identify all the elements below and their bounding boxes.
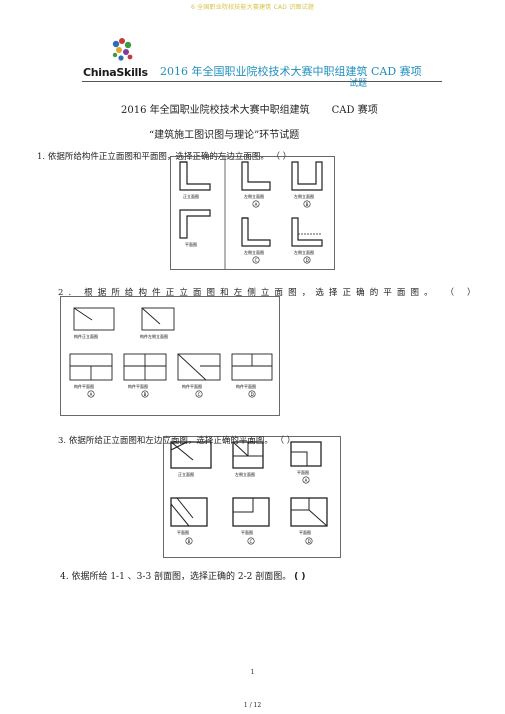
question-3-answer-blank: （ ） (275, 436, 296, 446)
question-4: 4. 依据所给 1-1 、3-3 剖面图，选择正确的 2-2 剖面图。 ( ) (60, 569, 306, 582)
question-1-answer-blank: （ ） (271, 152, 292, 162)
document-title-main: 2016 年全国职业院校技术大赛中职组建筑 (121, 105, 310, 116)
question-3-text: 依据所给正立面图和左边立面图，选择正确的平面图。 (68, 436, 273, 446)
q2-option-d: 构件平面图 D (231, 353, 273, 398)
question-4-text: 依据所给 1-1 、3-3 剖面图，选择正确的 2-2 剖面图。 (71, 572, 292, 582)
question-3-number: 3. (58, 436, 67, 446)
question-2-answer-blank: （ ） (445, 288, 481, 298)
q1-option-d-label: 左侧立面图 (294, 249, 314, 255)
header-rule (82, 81, 442, 82)
question-2-text: 根据所给构件正立面图和左侧立面图，选择正确的平面图。 (84, 288, 438, 298)
page-count: 1 / 12 (243, 702, 262, 709)
question-2-number: 2. (58, 288, 77, 298)
q2-option-c-letter: C (198, 392, 201, 397)
q1-option-b-label: 左侧立面图 (294, 193, 314, 199)
q3-option-d-letter: D (308, 539, 311, 544)
question-1-number: 1. (37, 152, 46, 162)
q3-option-c-letter: C (250, 539, 253, 544)
question-2-figure: 构件正立面图 构件左侧立面图 构件平面图 A 构件平面图 B 构件平面图 C 构… (60, 296, 280, 416)
question-4-answer-blank: ( ) (294, 572, 306, 582)
document-title: 2016 年全国职业院校技术大赛中职组建筑 CAD 赛项 (121, 101, 378, 116)
q2-option-a: 构件平面图 A (69, 353, 113, 398)
q2-option-d-letter: D (251, 392, 254, 397)
question-2-frame (60, 296, 280, 416)
question-2: 2. 根据所给构件正立面图和左侧立面图，选择正确的平面图。 （ ） (58, 286, 481, 298)
q3-option-b-letter: B (188, 539, 191, 544)
q1-option-c: 左侧立面图 C (241, 217, 271, 264)
q2-option-b: 构件平面图 B (123, 353, 167, 398)
q2-option-a-label: 构件平面图 (74, 383, 94, 389)
q3-option-a-label: 平面图 (297, 469, 309, 475)
q1-option-d-letter: D (306, 258, 309, 263)
q3-given-left-label: 左侧立面图 (235, 471, 255, 477)
q1-given-front: 正立面图 (179, 161, 211, 199)
q3-given-left: 左侧立面图 (232, 441, 264, 477)
q1-option-a-label: 左侧立面图 (244, 193, 264, 199)
banner-title: 2016 年全国职业院校技术大赛中职组建筑 CAD 赛项 (160, 65, 422, 78)
q1-option-b-letter: B (306, 202, 309, 207)
q2-given-left: 构件左侧立面图 (140, 307, 175, 339)
header-note: 6 全国职业院校技能大赛建筑 CAD 识图试题 (190, 4, 315, 11)
q3-option-a-letter: A (305, 478, 308, 483)
q1-option-c-label: 左侧立面图 (244, 249, 264, 255)
q2-given-left-label: 构件左侧立面图 (140, 333, 168, 339)
q2-option-c: 构件平面图 C (177, 353, 221, 398)
q2-option-d-label: 构件平面图 (236, 383, 256, 389)
q3-option-d-label: 平面图 (299, 529, 311, 535)
logo-text: ChinaSkills (83, 66, 148, 79)
q2-given-front: 构件正立面图 (73, 307, 115, 339)
question-1-figure: 正立面图 平面图 左侧立面图 A 左侧立面图 B 左侧立面图 C 左侧立面图 D (170, 156, 335, 270)
q1-option-a-letter: A (255, 202, 258, 207)
q1-option-b: 左侧立面图 B (291, 161, 323, 208)
banner-subtitle: 试题 (349, 79, 368, 89)
page-number: 1 (250, 669, 255, 676)
question-1: 1. 依据所给构件正立面图和平面图，选择正确的左边立面图。 （ ） (37, 150, 291, 162)
q3-option-c: 平面图 C (232, 497, 270, 545)
question-4-number: 4. (60, 572, 69, 582)
q3-option-c-label: 平面图 (241, 529, 253, 535)
question-3-frame (163, 436, 341, 558)
q2-option-b-letter: B (144, 392, 147, 397)
document-subtitle: “建筑施工图识图与理论”环节试题 (149, 130, 300, 141)
q3-option-b: 平面图 B (170, 497, 208, 545)
q2-option-a-letter: A (90, 392, 93, 397)
q2-option-c-label: 构件平面图 (182, 383, 202, 389)
q1-option-c-letter: C (255, 258, 258, 263)
q1-option-a: 左侧立面图 A (241, 161, 271, 208)
q3-option-b-label: 平面图 (177, 529, 189, 535)
document-title-cad: CAD 赛项 (331, 105, 378, 116)
q3-option-a: 平面图 A (290, 441, 322, 484)
q1-given-plan: 平面图 (179, 209, 211, 247)
question-1-frame (170, 156, 335, 270)
q1-given-front-label: 正立面图 (183, 193, 199, 199)
q2-option-b-label: 构件平面图 (128, 383, 148, 389)
question-3: 3. 依据所给正立面图和左边立面图，选择正确的平面图。 （ ） (58, 434, 295, 446)
q3-given-front: 正立面图 (170, 441, 212, 477)
question-1-text: 依据所给构件正立面图和平面图，选择正确的左边立面图。 (47, 152, 269, 162)
chinaskills-logo-icon (112, 38, 133, 61)
q2-given-front-label: 构件正立面图 (74, 333, 98, 339)
q3-option-d: 平面图 D (290, 497, 328, 545)
question-3-figure: 正立面图 左侧立面图 平面图 A 平面图 B 平面图 C 平面图 (163, 436, 341, 558)
q1-given-plan-label: 平面图 (185, 241, 197, 247)
q1-option-d: 左侧立面图 D (291, 217, 323, 264)
q3-given-front-label: 正立面图 (178, 471, 194, 477)
